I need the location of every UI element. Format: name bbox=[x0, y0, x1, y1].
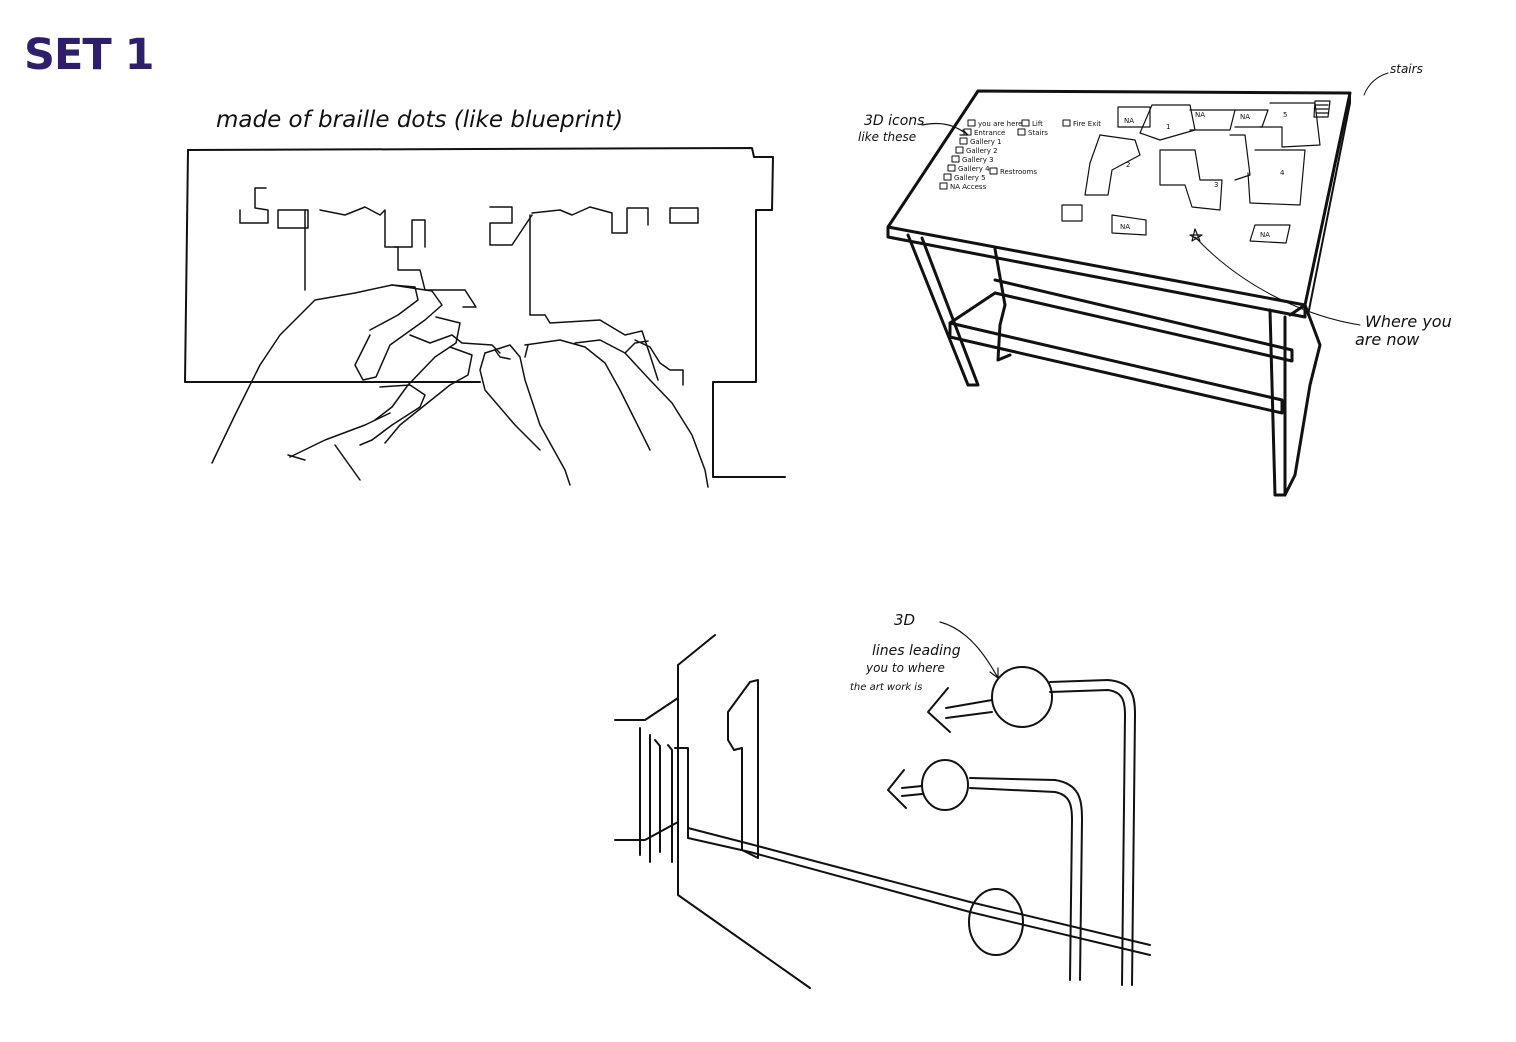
lines-annotation-line2: lines leading bbox=[872, 643, 961, 659]
legend-gallery-5: Gallery 5 bbox=[954, 174, 986, 182]
legend-lift: Lift bbox=[1032, 120, 1043, 128]
wall-number-one bbox=[727, 679, 759, 859]
lines-annotation-line1: 3D bbox=[894, 611, 915, 629]
icons-annotation-line1: 3D icons bbox=[864, 113, 924, 129]
legend-entrance: Entrance bbox=[974, 129, 1005, 137]
guide-lines bbox=[687, 679, 1151, 986]
guide-arrows bbox=[887, 687, 993, 809]
room-label: 3 bbox=[1214, 181, 1218, 189]
right-hand bbox=[479, 339, 709, 488]
room-label: 1 bbox=[1166, 123, 1170, 131]
room-label: NA bbox=[1120, 223, 1130, 231]
legend-gallery-3: Gallery 3 bbox=[962, 156, 994, 164]
legend-you-are-here: you are here bbox=[978, 120, 1022, 128]
table-frame bbox=[906, 233, 1322, 497]
table-room-labels: NA 1 NA NA 5 2 3 4 NA NA bbox=[1120, 111, 1287, 239]
room-label: NA bbox=[1124, 117, 1134, 125]
room-label: 5 bbox=[1283, 111, 1287, 119]
page-title: SET 1 bbox=[24, 30, 155, 80]
legend-na-access: NA Access bbox=[950, 183, 987, 191]
lines-annotation-line3: you to where bbox=[865, 661, 945, 675]
legend-gallery-2: Gallery 2 bbox=[966, 147, 998, 155]
icons-annotation-line2: like these bbox=[858, 130, 916, 144]
wall-number: 1 bbox=[610, 600, 611, 601]
legend-fire-exit: Fire Exit bbox=[1073, 120, 1101, 128]
legend-gallery-4: Gallery 4 bbox=[958, 165, 990, 173]
room-label: NA bbox=[1195, 111, 1205, 119]
map-legend: you are here Entrance Gallery 1 Gallery … bbox=[939, 119, 1101, 191]
wayfinding-lines-sketch: 3D lines leading you to where the art wo… bbox=[610, 600, 1151, 989]
braille-map-caption: made of braille dots (like blueprint) bbox=[216, 107, 623, 133]
room-label: 4 bbox=[1280, 169, 1285, 177]
legend-restrooms: Restrooms bbox=[1000, 168, 1037, 176]
stairs-annotation: stairs bbox=[1390, 62, 1423, 76]
wall-outline bbox=[614, 634, 811, 989]
room-label: NA bbox=[1260, 231, 1270, 239]
legend-stairs: Stairs bbox=[1028, 129, 1048, 137]
left-hand bbox=[211, 284, 473, 481]
room-label: 2 bbox=[1126, 161, 1130, 169]
here-annotation-line1: Where you bbox=[1365, 312, 1452, 331]
guide-nodes bbox=[921, 666, 1053, 956]
braille-map-sketch: made of braille dots (like blueprint) bbox=[184, 107, 786, 488]
room-label: NA bbox=[1240, 113, 1250, 121]
tactile-table-sketch: 3D icons like these stairs Where you are… bbox=[858, 62, 1452, 497]
here-annotation-line2: are now bbox=[1355, 330, 1420, 349]
table-floor-plan bbox=[1061, 100, 1331, 244]
braille-rooms bbox=[239, 187, 699, 386]
lines-annotation-line4: the art work is bbox=[850, 682, 922, 693]
legend-gallery-1: Gallery 1 bbox=[970, 138, 1002, 146]
